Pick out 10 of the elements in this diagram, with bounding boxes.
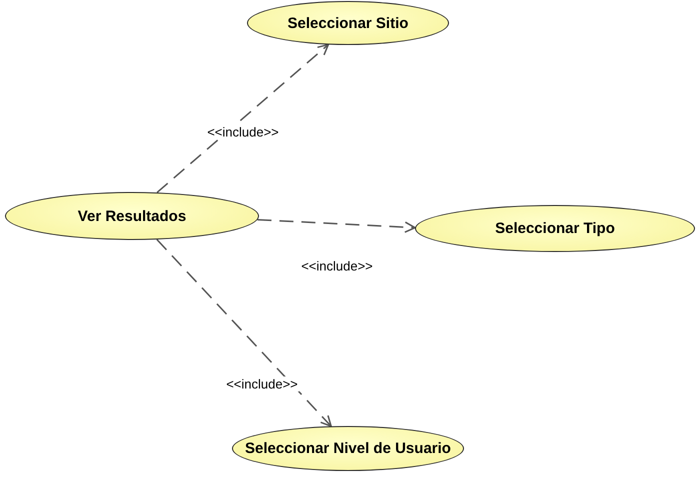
edge-label: <<include>> [206,124,280,140]
dashed-arrow [257,218,416,233]
use-case-name: Seleccionar Tipo [495,220,615,237]
use-case-name: Seleccionar Sitio [288,14,408,32]
dashed-arrow [156,44,330,194]
edge-label: <<include>> [225,376,299,392]
use-case-name: Seleccionar Nivel de Usuario [245,440,451,457]
use-case-name: Ver Resultados [78,208,186,224]
edge-label: <<include>> [300,258,374,274]
dashed-arrow [156,239,332,427]
